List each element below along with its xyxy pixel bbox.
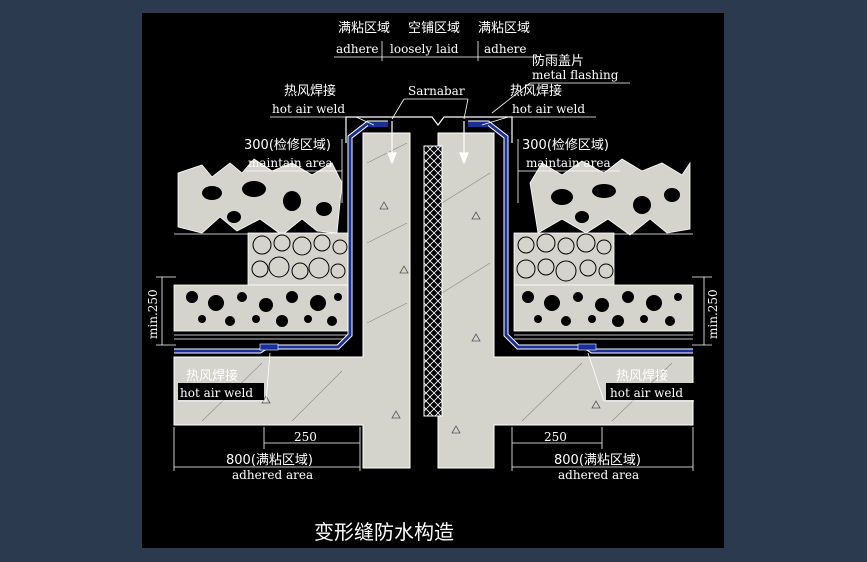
soil-left [177,158,343,236]
label-dim800-cn-left: 800(满粘区域) [226,453,313,468]
label-hot-air-weld-cn-bl: 热风焊接 [186,368,238,384]
label-adhere-left: adhere [336,42,379,56]
callout-hot-air-weld-br: 热风焊接 hot air weld [587,352,694,402]
label-min250-right: min.250 [706,289,720,339]
label-adhered-area-left: adhered area [232,468,313,482]
label-hot-air-weld-en-br: hot air weld [610,386,683,400]
waterproof-membrane [174,120,693,354]
label-maintain-cn-right: 300(检修区域) [522,138,609,153]
label-metal-flashing-cn: 防雨盖片 [532,53,584,69]
label-maintain-en-right: maintain area [526,156,611,170]
drawing-title: 变形缝防水构造 [314,520,454,544]
label-dim250-left: 250 [294,430,317,444]
soil-left-voids [202,181,332,223]
label-hot-air-weld-en-tl: hot air weld [272,102,345,116]
label-dim250-right: 250 [544,430,567,444]
joint-filler [423,145,443,417]
dim-bottom-left [173,427,361,471]
gravel-left [247,232,349,286]
top-region-labels: 满粘区域 空铺区域 满粘区域 adhere loosely laid adher… [334,21,538,61]
label-adhere-cn-right: 满粘区域 [478,21,530,36]
label-dim800-cn-right: 800(满粘区域) [554,453,641,468]
label-hot-air-weld-cn-tl: 热风焊接 [284,83,336,99]
label-hot-air-weld-en-bl: hot air weld [180,386,253,400]
label-loosely-cn: 空铺区域 [408,21,460,36]
label-adhered-area-right: adhered area [558,468,639,482]
dim-min250-left [156,276,176,346]
insulation-right [513,284,694,332]
callout-hot-air-weld-bl: 热风焊接 hot air weld [178,352,271,402]
label-hot-air-weld-en-tr: hot air weld [512,102,585,116]
label-sarnabar: Sarnabar [408,84,465,98]
label-adhere-cn-left: 满粘区域 [338,21,390,36]
label-hot-air-weld-cn-br: 热风焊接 [616,368,668,384]
dim-min250-right [692,276,712,346]
label-maintain-en-left: maintain area [248,156,333,170]
dim-bottom-right [511,427,694,471]
label-adhere-right: adhere [484,42,527,56]
gravel-right [513,232,615,286]
joint-detail-drawing: 满粘区域 空铺区域 满粘区域 adhere loosely laid adher… [146,21,720,544]
label-loosely-laid: loosely laid [390,42,459,56]
label-maintain-cn-left: 300(检修区域) [244,138,331,153]
soil-right-voids [551,184,680,223]
drawing-sheet: 满粘区域 空铺区域 满粘区域 adhere loosely laid adher… [142,13,724,548]
label-min250-left: min.250 [146,289,160,339]
insulation-left [173,284,349,332]
label-hot-air-weld-cn-tr: 热风焊接 [510,83,562,99]
label-metal-flashing-en: metal flashing [532,68,619,82]
